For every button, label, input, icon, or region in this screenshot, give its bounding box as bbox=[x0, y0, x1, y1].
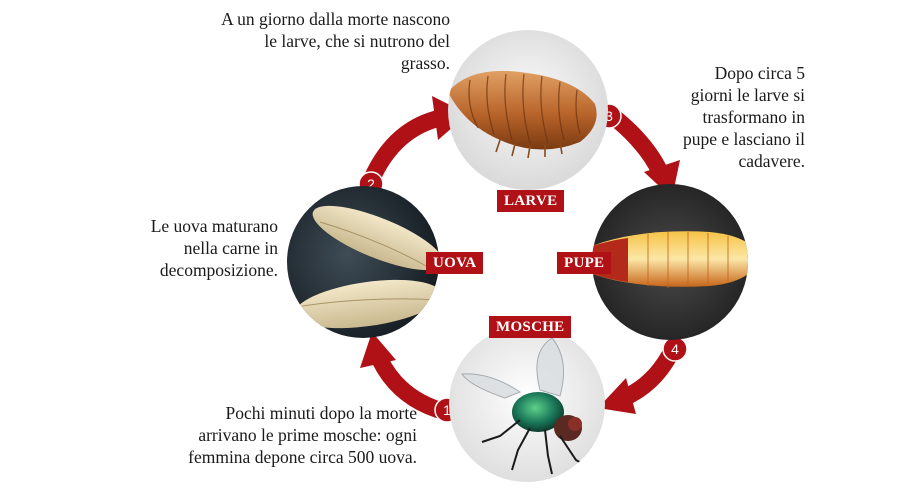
caption-larve: A un giorno dalla morte nascono le larve… bbox=[221, 9, 450, 73]
caption-pupe: Dopo circa 5 giorni le larve si trasform… bbox=[683, 63, 805, 171]
svg-text:1: 1 bbox=[443, 402, 451, 418]
stage-label-pupe: PUPE bbox=[557, 252, 612, 274]
arrow-step-1 bbox=[360, 332, 449, 421]
eggs-image bbox=[287, 186, 439, 338]
svg-text:3: 3 bbox=[605, 108, 613, 124]
stage-label-uova: UOVA bbox=[426, 252, 484, 274]
stage-label-mosche: MOSCHE bbox=[489, 316, 572, 338]
larva-image bbox=[448, 30, 608, 190]
caption-uova: Le uova maturano nella carne in decompos… bbox=[150, 216, 278, 280]
step-badge-4: 4 bbox=[662, 336, 688, 362]
svg-text:4: 4 bbox=[671, 341, 679, 357]
caption-mosche: Pochi minuti dopo la morte arrivano le p… bbox=[188, 403, 417, 467]
pupa-image bbox=[592, 184, 748, 340]
svg-text:2: 2 bbox=[367, 176, 375, 192]
stage-label-larve: LARVE bbox=[497, 190, 565, 212]
fly-image bbox=[449, 326, 605, 482]
